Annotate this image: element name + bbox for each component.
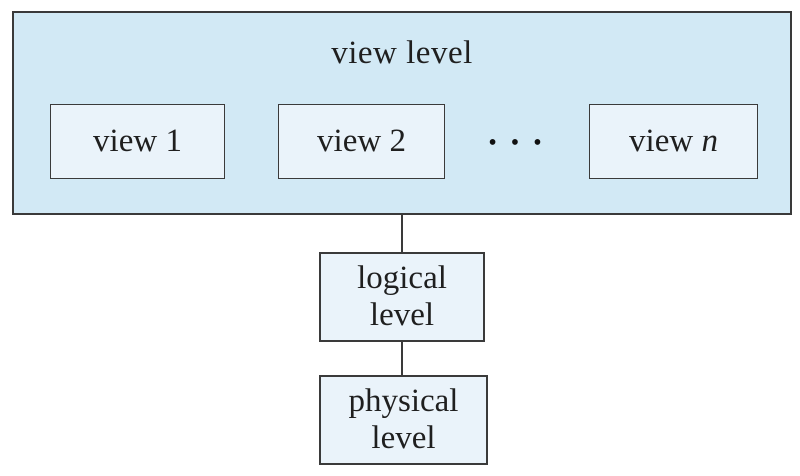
connector-view-to-logical xyxy=(401,214,403,252)
view-n-variable: n xyxy=(701,123,718,159)
logical-level-label-line2: level xyxy=(369,297,435,333)
physical-level-label-line1: physical xyxy=(348,383,459,419)
view-level-box: view level view 1 view 2 • • • view n xyxy=(12,11,792,215)
physical-level-label-line2: level xyxy=(371,420,436,456)
view-1-box: view 1 xyxy=(50,104,225,179)
physical-level-box: physical level xyxy=(319,375,488,465)
view-n-label: view xyxy=(629,123,702,159)
view-level-title: view level xyxy=(331,35,473,71)
ellipsis-icon: • • • xyxy=(488,129,546,156)
view-n-box: view n xyxy=(589,104,758,179)
connector-logical-to-physical xyxy=(401,341,403,376)
logical-level-label-line1: logical xyxy=(357,260,447,296)
ellipsis-container: • • • xyxy=(445,104,589,179)
logical-level-box: logical level xyxy=(319,252,485,342)
view-2-label: view 2 xyxy=(317,123,406,159)
view-2-box: view 2 xyxy=(278,104,445,179)
view-1-label: view 1 xyxy=(93,123,182,159)
